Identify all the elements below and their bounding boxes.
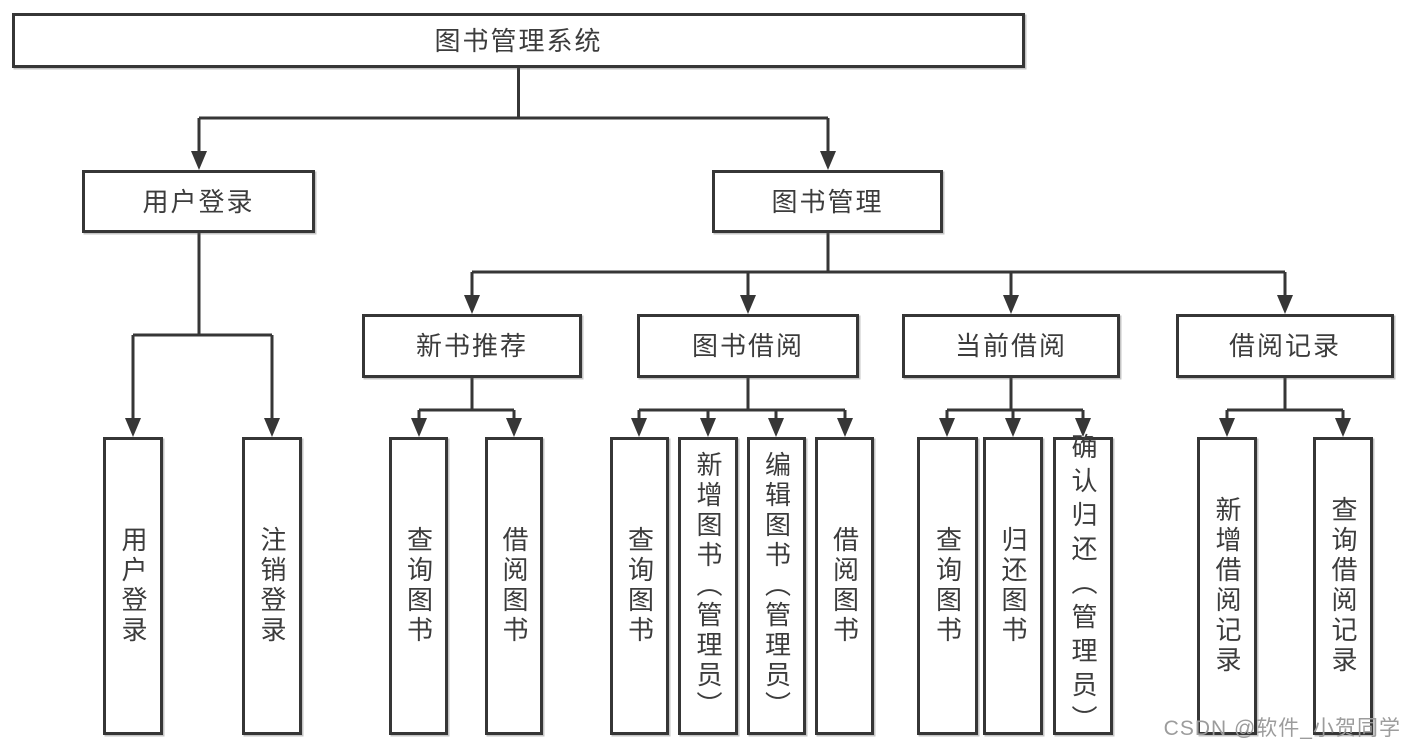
edge-login-to-leaves [125,233,280,437]
node-user-login: 用户登录 [82,170,315,233]
leaf-borrow-query-books: 查询图书 [610,437,669,735]
edge-mgmt-to-level3 [464,233,1293,314]
node-book-management: 图书管理 [712,170,943,233]
edge-currentborrow-to-leaves [939,378,1091,437]
node-label: 当前借阅 [954,331,1067,361]
leaf-label: 查询图书 [932,526,963,646]
edge-newbooks-to-leaves [411,378,522,437]
node-new-book-recommend: 新书推荐 [362,314,582,378]
leaf-borrow-borrow-books: 借阅图书 [815,437,874,735]
node-label: 新书推荐 [415,331,528,361]
leaf-label: 新增图书（管理员） [693,451,723,721]
leaf-label: 归还图书 [998,526,1028,646]
leaf-label: 借阅图书 [829,526,860,646]
edge-records-to-leaves [1219,378,1351,437]
node-borrowing-records: 借阅记录 [1176,314,1394,378]
node-current-borrowing: 当前借阅 [902,314,1120,378]
node-library-management-system: 图书管理系统 [12,13,1025,68]
leaf-newbooks-borrow-books: 借阅图书 [485,437,543,735]
node-label: 图书借阅 [691,331,804,361]
leaf-borrow-add-books-admin: 新增图书（管理员） [678,437,738,735]
leaf-label: 编辑图书（管理员） [761,451,792,721]
leaf-user-login: 用户登录 [103,437,163,735]
leaf-current-query-books: 查询图书 [917,437,978,735]
leaf-label: 查询图书 [624,526,655,646]
leaf-label: 用户登录 [118,526,148,646]
node-label: 借阅记录 [1228,331,1341,361]
leaf-records-query-record: 查询借阅记录 [1313,437,1373,735]
edge-bookborrow-to-leaves [631,378,853,437]
leaf-borrow-edit-books-admin: 编辑图书（管理员） [747,437,806,735]
node-label: 用户登录 [142,186,255,217]
leaf-newbooks-query-books: 查询图书 [389,437,448,735]
leaf-current-confirm-return-admin: 确认归还（管理员） [1053,433,1113,739]
leaf-label: 确认归还（管理员） [1068,433,1098,739]
node-book-borrowing: 图书借阅 [637,314,859,378]
leaf-label: 借阅图书 [499,526,529,646]
csdn-watermark: CSDN @软件_小贺同学 [1163,717,1401,740]
leaf-label: 注销登录 [257,526,287,646]
node-label: 图书管理 [771,186,884,217]
leaf-current-return-books: 归还图书 [983,437,1043,735]
leaf-records-add-record: 新增借阅记录 [1197,437,1257,735]
node-label: 图书管理系统 [434,25,603,56]
leaf-label: 新增借阅记录 [1212,496,1242,676]
leaf-label: 查询借阅记录 [1328,496,1358,676]
leaf-logout: 注销登录 [242,437,302,735]
leaf-label: 查询图书 [403,526,434,646]
edge-root-to-level2 [191,68,836,170]
